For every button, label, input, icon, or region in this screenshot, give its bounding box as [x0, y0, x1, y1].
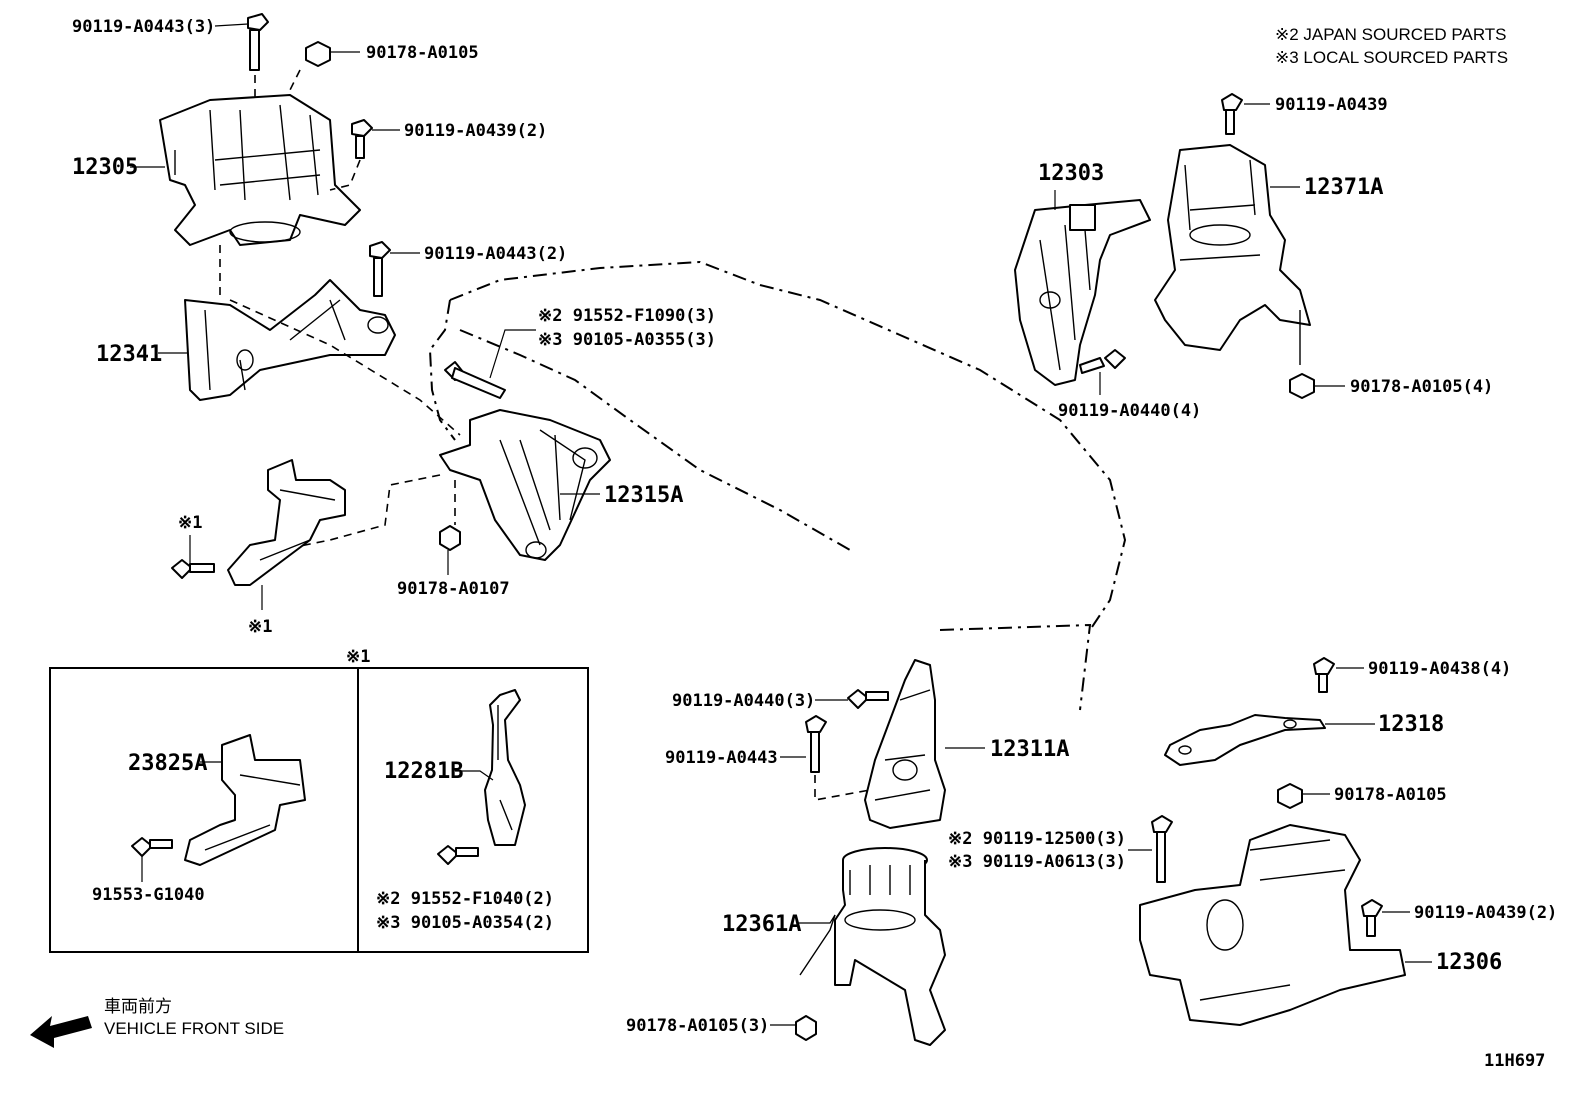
- bolt-icon: [1151, 815, 1173, 883]
- label-nut-0105-right: 90178-A0105: [1334, 785, 1447, 805]
- label-mark1-box: ※1: [346, 647, 370, 667]
- bolt-icon: [369, 241, 391, 297]
- label-bolt-a0613: ※3 90119-A0613(3): [948, 852, 1126, 872]
- label-group: ※2 JAPAN SOURCED PARTS ※3 LOCAL SOURCED …: [72, 17, 1557, 1071]
- mount-12361A: [799, 847, 946, 1046]
- bolt-icon: [847, 689, 889, 709]
- label-part-12318: 12318: [1378, 712, 1444, 737]
- label-part-12361A: 12361A: [722, 912, 801, 937]
- label-part-12371A: 12371A: [1304, 175, 1383, 200]
- bolt-icon: [1221, 93, 1243, 135]
- part-12281B: [484, 689, 526, 846]
- engine-outline: [428, 260, 1127, 711]
- label-part-23825A: 23825A: [128, 751, 207, 776]
- bolt-icon: [247, 13, 269, 71]
- label-bolt-f1090: ※2 91552-F1090(3): [538, 306, 716, 326]
- detail-box: [49, 667, 589, 953]
- mount-12371A: [1154, 144, 1311, 365]
- label-bolt-0439-top-right: 90119-A0439: [1275, 95, 1388, 115]
- label-part-12341: 12341: [96, 342, 162, 367]
- label-nut-0107: 90178-A0107: [397, 579, 510, 599]
- label-bolt-a0355: ※3 90105-A0355(3): [538, 330, 716, 350]
- bracket-12341: [184, 279, 396, 401]
- label-part-12281B: 12281B: [384, 759, 463, 784]
- label-bolt-top-left: 90119-A0443(3): [72, 17, 215, 37]
- label-part-12315A: 12315A: [604, 483, 683, 508]
- label-part-12311A: 12311A: [990, 737, 1069, 762]
- note-japan: ※2 JAPAN SOURCED PARTS: [1275, 25, 1507, 44]
- bolt-icon: [131, 837, 173, 857]
- bolt-icon: [437, 845, 479, 865]
- label-diagram-code: 11H697: [1484, 1051, 1545, 1071]
- bracket-12311A: [864, 659, 946, 829]
- bracket-12315A: [439, 409, 611, 561]
- bolt-icon: [805, 715, 827, 773]
- bolt-icon: [444, 361, 506, 399]
- label-part-12306: 12306: [1436, 950, 1502, 975]
- nut-icon: [795, 1015, 817, 1041]
- label-front-side: VEHICLE FRONT SIDE: [104, 1019, 284, 1038]
- bolt-icon: [171, 559, 215, 579]
- label-part-12303: 12303: [1038, 161, 1104, 186]
- label-bolt-a0354: ※3 90105-A0354(2): [376, 913, 554, 933]
- label-nut-0105-3: 90178-A0105(3): [626, 1016, 769, 1036]
- bracket-12303: [1014, 199, 1151, 386]
- label-bolt-0439-2-right: 90119-A0439(2): [1414, 903, 1557, 923]
- note-local: ※3 LOCAL SOURCED PARTS: [1275, 48, 1508, 67]
- label-bolt-f1040: ※2 91552-F1040(2): [376, 889, 554, 909]
- label-nut-top-left: 90178-A0105: [366, 43, 479, 63]
- nut-icon: [1289, 373, 1315, 399]
- label-bolt-g1040: 91553-G1040: [92, 885, 205, 905]
- bolt-icon: [1361, 899, 1383, 937]
- mount-12305: [159, 94, 361, 246]
- bolt-icon: [1079, 349, 1126, 374]
- label-bolt-12500: ※2 90119-12500(3): [948, 829, 1126, 849]
- nut-icon: [1277, 783, 1303, 809]
- bolt-icon: [351, 119, 373, 159]
- label-bolt-0443-2: 90119-A0443(2): [424, 244, 567, 264]
- label-bolt-0439-2-left: 90119-A0439(2): [404, 121, 547, 141]
- label-bolt-0440-4: 90119-A0440(4): [1058, 401, 1201, 421]
- arrow-left-icon: [30, 1016, 92, 1048]
- part-23825A: [184, 734, 306, 866]
- label-bolt-0443-center: 90119-A0443: [665, 748, 778, 768]
- plate-12318: [1164, 714, 1326, 766]
- nut-icon: [305, 41, 331, 67]
- bolt-icon: [1313, 657, 1335, 693]
- label-front-jp: 車両前方: [104, 997, 172, 1016]
- mount-12306: [1139, 824, 1406, 1026]
- label-part-12305: 12305: [72, 155, 138, 180]
- label-mark1-part: ※1: [248, 617, 272, 637]
- label-bolt-0440-3: 90119-A0440(3): [672, 691, 815, 711]
- label-mark1-bolt: ※1: [178, 513, 202, 533]
- label-bolt-0438-4: 90119-A0438(4): [1368, 659, 1511, 679]
- bracket-mark1: [227, 459, 346, 586]
- nut-icon: [439, 525, 461, 551]
- leader-lines: [130, 23, 1432, 1026]
- label-nut-0105-4: 90178-A0105(4): [1350, 377, 1493, 397]
